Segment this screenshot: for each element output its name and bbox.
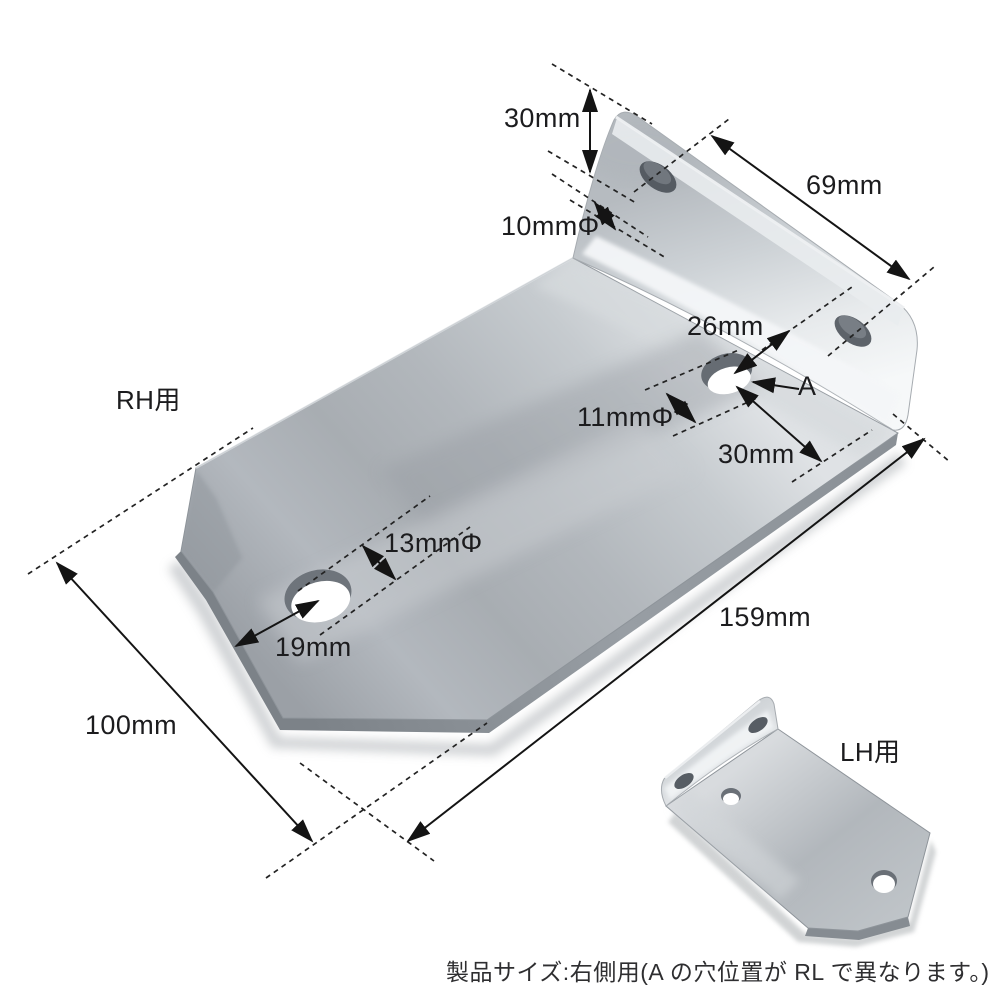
dim-label-flange-pitch: 69mm (806, 170, 883, 200)
product-size-caption: 製品サイズ:右側用(A の穴位置が RL で異なります。) (446, 959, 990, 985)
dim-plate-width-100mm (55, 561, 314, 843)
dim-label-hole-a-to-edge: 30mm (718, 439, 795, 469)
ext-hole-a-dia-1 (644, 348, 742, 391)
dim-label-flange-hole-diameter: 10mmΦ (501, 211, 600, 241)
dim-tip-hole-13mm (361, 544, 397, 581)
rh-plate-edge-highlight (195, 257, 574, 469)
ext-length-bottom (299, 762, 435, 862)
ext-flange-height-bottom (547, 150, 637, 204)
dim-plate-length-159mm (406, 437, 926, 843)
rh-bracket-label: RH用 (116, 385, 181, 415)
ext-width-bottom (265, 722, 488, 879)
lh-plate-hole-lower (871, 870, 897, 893)
dim-label-tip-hole-diameter: 13mmΦ (384, 528, 483, 558)
lh-bracket-label: LH用 (840, 737, 901, 767)
ext-width-top (27, 427, 254, 575)
ext-flange-pitch-left (633, 118, 730, 193)
dimension-arrow-lines (55, 88, 926, 843)
dim-flange-hole-10mm (593, 201, 617, 231)
dim-flange-pitch-69mm (710, 134, 911, 281)
dim-label-tip-hole-offset: 19mm (275, 632, 352, 662)
dim-label-plate-length: 159mm (719, 602, 812, 632)
ext-flange-pitch-right (827, 266, 935, 357)
ext-flange-height-top (551, 63, 653, 125)
dim-hole-a-offset-26mm (733, 329, 791, 375)
dim-label-hole-a-to-flange: 26mm (687, 311, 764, 341)
lh-bracket (660, 696, 936, 947)
lh-plate-side-face (805, 917, 910, 940)
rh-flange-hole-left-10mm (639, 161, 677, 193)
ext-length-top (892, 413, 951, 463)
dim-label-plate-width: 100mm (85, 710, 178, 740)
dim-hole-a-dia-11mm (665, 392, 697, 424)
dim-label-flange-height: 30mm (504, 103, 581, 133)
hole-a-marker-label: A (798, 371, 817, 401)
rh-flange-hole-right-10mm (834, 315, 872, 347)
dim-label-hole-a-diameter: 11mmΦ (577, 402, 674, 432)
